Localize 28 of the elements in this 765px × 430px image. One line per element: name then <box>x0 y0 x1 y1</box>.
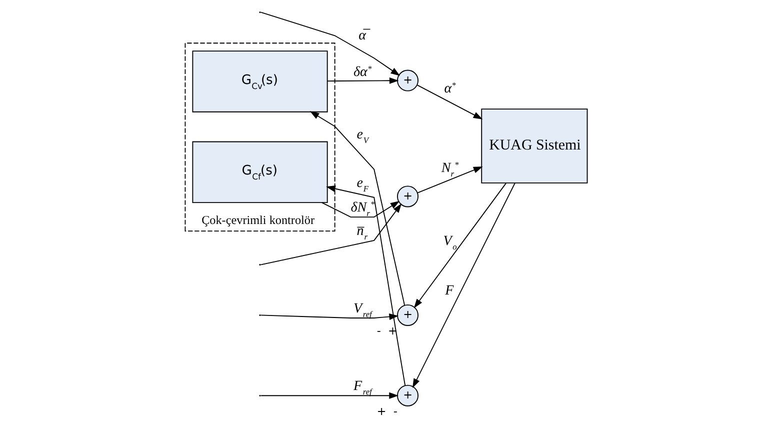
arrow <box>260 313 399 320</box>
arrow <box>417 166 483 194</box>
node-circle: + <box>397 304 418 326</box>
edge-label: n̅$_{r}$ <box>356 224 368 242</box>
node-box: KUAG Sistemi <box>481 108 588 184</box>
node-label: + - <box>376 404 398 418</box>
node-circle: + <box>397 186 418 208</box>
arrow <box>321 200 402 218</box>
edge-label: α$^{*}$ <box>444 81 456 97</box>
arrow <box>260 200 402 266</box>
arrow <box>414 182 506 308</box>
edge-label: F <box>445 284 454 299</box>
arrow <box>310 111 406 306</box>
node-box: G$_{Cf}$(s) <box>192 141 328 204</box>
arrow <box>260 392 398 399</box>
edge-label: δα$^{*}$ <box>354 64 372 80</box>
node-circle: + <box>397 384 418 406</box>
edge-label: V$_{o}$ <box>443 234 457 252</box>
edge-label: e$_{V}$ <box>356 128 368 145</box>
arrow <box>327 77 399 84</box>
arrow <box>416 84 483 120</box>
arrow <box>260 12 400 76</box>
arrow <box>326 186 406 386</box>
edge-label: F$_{ref}$ <box>354 379 372 397</box>
arrow <box>412 182 516 388</box>
node-circle: + <box>397 70 418 92</box>
edge-label: e$_{F}$ <box>356 176 368 194</box>
node-box: G$_{Cv}$(s) <box>192 50 328 112</box>
